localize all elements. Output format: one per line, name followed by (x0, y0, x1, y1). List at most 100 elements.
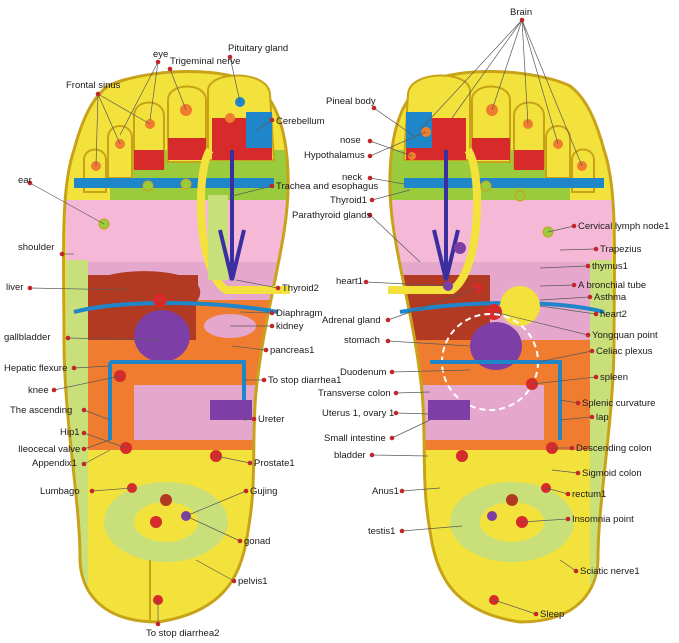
label-thyroid1: Thyroid1 (330, 195, 367, 206)
label-yongquan-point: Yongquan point (592, 330, 658, 341)
leader-line-brain-3 (521, 19, 529, 125)
label-ascending: The ascending (10, 405, 72, 416)
label-parathyroid-glands: Parathyroid glands (292, 210, 371, 221)
label-dot-prostate1 (247, 460, 253, 466)
label-diaphragm: Diaphragm (276, 308, 323, 319)
label-splenic-curvature: Splenic curvature (582, 398, 655, 409)
label-dot-asthma (587, 294, 593, 300)
leader-line-brain-4 (521, 19, 559, 145)
right-thyroid-band (388, 147, 482, 294)
label-dot-heart1 (363, 279, 369, 285)
label-dot-cervical-lymph-node1 (571, 223, 577, 229)
leader-line-frontal-sinus (95, 93, 99, 167)
label-spleen: spleen (600, 372, 628, 383)
label-dot-pituitary-gland (227, 54, 233, 60)
label-dot-bladder (369, 452, 375, 458)
left-nerve (218, 150, 246, 281)
label-dot-thymus1 (585, 263, 591, 269)
label-bronchial-tube: A bronchial tube (578, 280, 646, 291)
label-lap: lap (596, 412, 609, 423)
label-dot-thyroid2 (275, 285, 281, 291)
leader-line-hypothalamus (369, 131, 427, 157)
leader-line-stomach (387, 340, 471, 347)
label-dot-yongquan-point (585, 332, 591, 338)
leader-line-testis1 (401, 525, 463, 532)
label-adrenal-gland: Adrenal gland (322, 315, 381, 326)
label-dot-gonad (237, 538, 243, 544)
leader-line-trigeminal-nerve (169, 68, 187, 111)
label-rectum1: rectum1 (572, 489, 606, 500)
label-dot-testis1 (399, 528, 405, 534)
leader-line-pelvis1 (195, 559, 235, 582)
leader-line-gujing (185, 490, 247, 517)
leader-line-asthma (539, 296, 591, 301)
right-stomach-shape (470, 322, 522, 370)
label-dot-gujing (243, 488, 249, 494)
label-brain: Brain (510, 7, 532, 18)
leader-line-lap (559, 416, 593, 421)
label-knee: knee (28, 385, 49, 396)
right-nerve (432, 150, 460, 281)
label-dot-sigmoid-colon (575, 470, 581, 476)
leader-line-small-intestine (391, 419, 431, 439)
right-transverse-colon (430, 360, 562, 440)
label-dot-ascending (81, 407, 87, 413)
label-dot-frontal-sinus (95, 91, 101, 97)
leader-line-yongquan-point (493, 311, 589, 336)
label-dot-celiac-plexus (589, 348, 595, 354)
label-uterus-ovary: Uterus 1, ovary 1 (322, 408, 394, 419)
label-dot-diaphragm (269, 310, 275, 316)
label-dot-pineal-body (371, 105, 377, 111)
label-dot-heart2 (593, 311, 599, 317)
leader-line-brain-5 (521, 19, 583, 167)
label-dot-neck (367, 175, 373, 181)
leader-line-splenic-curvature (559, 399, 579, 404)
leader-line-lumbago (91, 487, 133, 492)
leader-line-brain-1 (451, 19, 523, 119)
label-dot-insomnia-point (565, 516, 571, 522)
label-testis1: testis1 (368, 526, 395, 537)
label-small-intestine: Small intestine (324, 433, 386, 444)
label-dot-trapezius (593, 246, 599, 252)
label-lumbago: Lumbago (40, 486, 80, 497)
label-pineal-body: Pineal body (326, 96, 376, 107)
left-diaphragm-line (73, 301, 279, 314)
label-cervical-lymph-node1: Cervical lymph node1 (578, 221, 669, 232)
label-dot-knee (51, 387, 57, 393)
label-nose: nose (340, 135, 361, 146)
leader-line-hepatic-flexure (73, 365, 111, 369)
label-dot-ileocecal-valve (81, 446, 87, 452)
leader-line-ascending (83, 409, 111, 421)
leader-line-pineal-body (373, 107, 415, 137)
right-small-intestine (428, 400, 470, 420)
label-stomach: stomach (344, 335, 380, 346)
leader-line-ear (29, 182, 105, 225)
leader-line-gonad (185, 515, 241, 542)
label-heart1: heart1 (336, 276, 363, 287)
label-dot-bronchial-tube (571, 282, 577, 288)
leader-line-neck (369, 177, 405, 185)
label-stop-diarrhea2: To stop diarrhea2 (146, 628, 219, 639)
leader-line-uterus-ovary (395, 412, 431, 415)
label-dot-stop-diarrhea1 (261, 377, 267, 383)
label-asthma: Asthma (594, 292, 627, 303)
label-ear: ear (18, 175, 32, 186)
label-frontal-sinus: Frontal sinus (66, 80, 121, 91)
label-ileocecal-valve: Ileocecal valve (18, 444, 80, 455)
label-dot-rectum1 (565, 491, 571, 497)
left-small-intestine (210, 400, 252, 420)
label-hip1: Hip1 (60, 427, 80, 438)
leader-line-eye (119, 61, 159, 136)
label-dot-small-intestine (389, 435, 395, 441)
leader-line-knee (53, 375, 121, 391)
label-insomnia-point: Insomnia point (572, 514, 634, 525)
leader-line-cervical-lymph-node1 (547, 225, 575, 233)
label-dot-pelvis1 (231, 578, 237, 584)
leader-line-heart2 (539, 305, 597, 315)
leader-line-cerebellum (255, 119, 273, 131)
label-dot-trachea-esophagus (269, 183, 275, 189)
label-gallbladder: gallbladder (4, 332, 50, 343)
label-dot-cerebellum (269, 117, 275, 123)
left-foot (61, 69, 290, 624)
label-dot-brain (519, 17, 525, 23)
